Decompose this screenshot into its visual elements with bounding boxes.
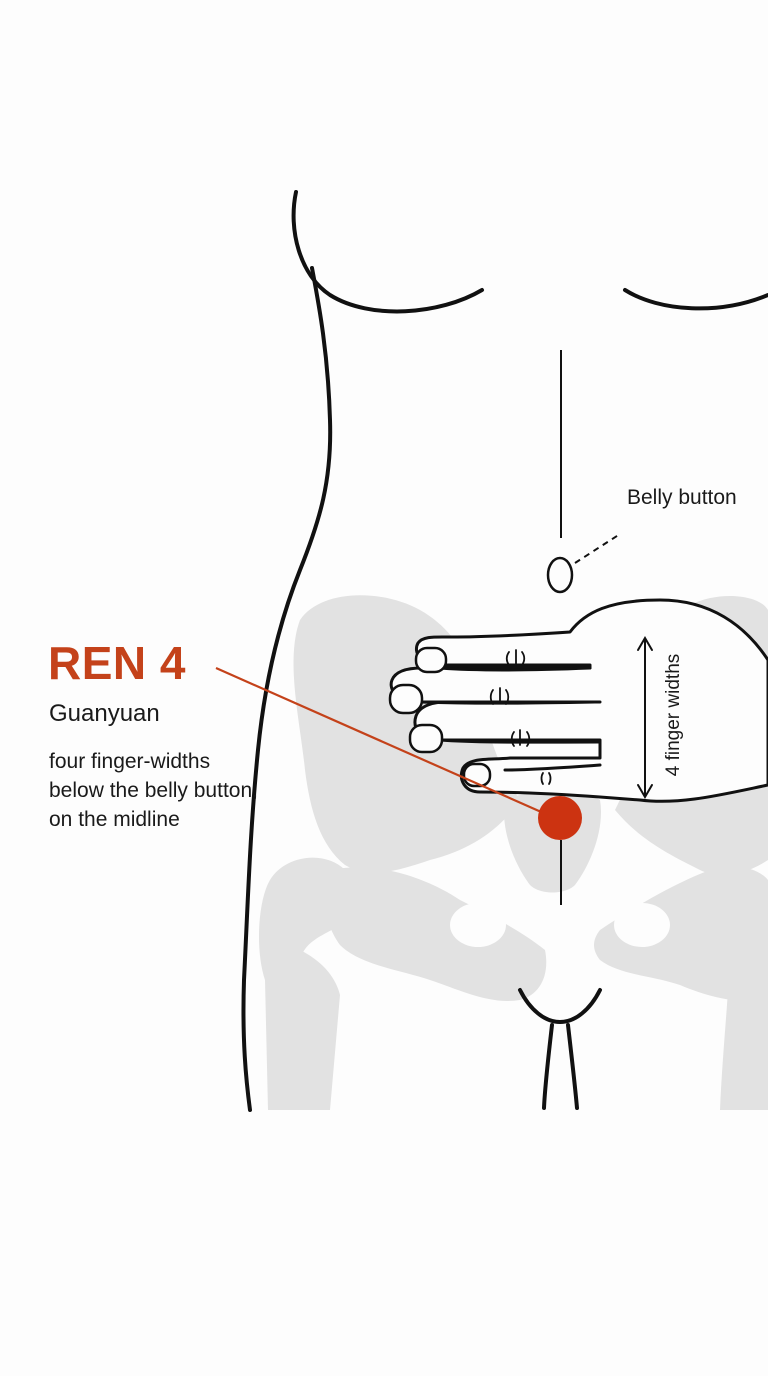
belly-button-leader: [574, 533, 621, 564]
point-name: Guanyuan: [49, 700, 160, 727]
obturator-foramen: [450, 903, 670, 947]
acupoint-marker: [538, 796, 582, 840]
knuckle-marks: [489, 649, 552, 785]
point-code: REN 4: [48, 637, 186, 689]
measure-arrow: [637, 636, 653, 799]
measure-label: 4 finger widths: [663, 654, 684, 777]
belly-button-marker: [546, 556, 574, 594]
body-outline: [241, 190, 768, 1112]
point-leader: [215, 666, 549, 817]
belly-button-label: Belly button: [627, 486, 737, 509]
point-description: four finger-widths below the belly butto…: [49, 750, 258, 831]
